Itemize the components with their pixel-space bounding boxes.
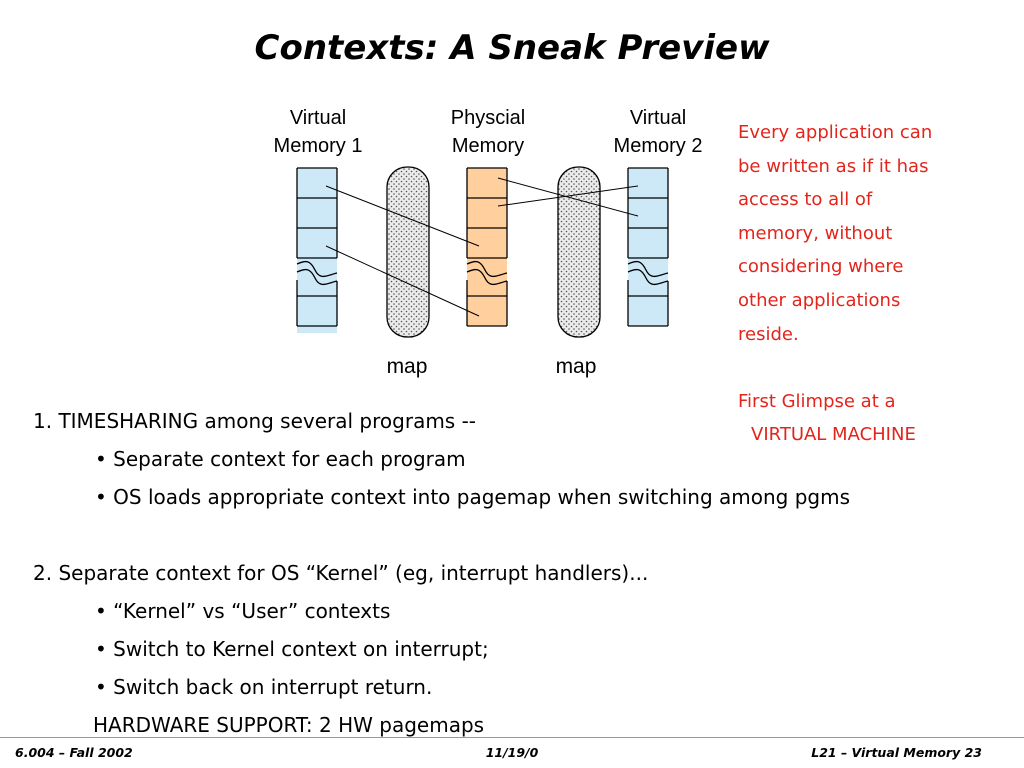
virtual-memory-1-label-line1: Virtual — [289, 107, 347, 129]
item-1-bullet: • OS loads appropriate context into page… — [95, 485, 851, 509]
memory-diagram-svg — [296, 166, 669, 338]
note-line: other applications — [738, 289, 901, 311]
hardware-support-line: HARDWARE SUPPORT: 2 HW pagemaps — [93, 713, 485, 737]
note-line: be written as if it has — [738, 155, 929, 177]
item-2-bullet: • Switch back on interrupt return. — [95, 675, 433, 699]
footer-lecture: L21 – Virtual Memory 23 — [811, 745, 982, 760]
item-2-bullet: • “Kernel” vs “User” contexts — [95, 599, 391, 623]
physical-memory-column — [466, 167, 508, 327]
item-1-bullet: • Separate context for each program — [95, 447, 466, 471]
note-line: Every application can — [738, 122, 933, 143]
virtual-memory-2-column — [627, 167, 669, 327]
virtual-memory-2-label-line1: Virtual — [629, 107, 687, 129]
virtual-memory-1-label: Virtual Memory 1 — [243, 104, 393, 160]
virtual-memory-2-label: Virtual Memory 2 — [583, 104, 733, 160]
memory-map-diagram: Virtual Memory 1 Physcial Memory Virtual… — [240, 100, 730, 390]
map-left-label: map — [386, 355, 428, 378]
mapping-lines — [325, 177, 639, 317]
physical-memory-label-line1: Physcial — [450, 107, 526, 129]
virtual-memory-2-label-line2: Memory 2 — [613, 135, 703, 157]
note-line: reside. — [738, 323, 799, 345]
vm2-mapping-line-2 — [497, 185, 639, 207]
glimpse-line: First Glimpse at a — [738, 390, 896, 412]
physical-memory-label-line2: Memory — [451, 135, 525, 157]
note-line: considering where — [738, 256, 904, 278]
item-2-bullet: • Switch to Kernel context on interrupt; — [95, 637, 489, 661]
vm1-mapping-line-2 — [325, 245, 480, 317]
item-1-heading: 1. TIMESHARING among several programs -- — [33, 409, 477, 433]
note-line: access to all of — [738, 189, 873, 211]
side-note: Every application can be written as if i… — [738, 116, 1018, 452]
map-left-shape — [386, 166, 430, 338]
content-spacer — [33, 516, 993, 554]
note-line: memory, without — [738, 222, 893, 244]
virtual-machine-line: VIRTUAL MACHINE — [751, 424, 916, 446]
map-right-shape — [557, 166, 601, 338]
slide-footer: 6.004 – Fall 2002 11/19/0 L21 – Virtual … — [0, 737, 1024, 768]
physical-memory-label: Physcial Memory — [413, 104, 563, 160]
vm1-mapping-line-1 — [325, 185, 480, 247]
slide-title: Contexts: A Sneak Preview — [254, 28, 770, 68]
virtual-memory-1-column — [296, 167, 338, 333]
footer-date: 11/19/0 — [485, 745, 539, 760]
virtual-memory-1-label-line2: Memory 1 — [273, 135, 363, 157]
vm2-mapping-line-1 — [497, 177, 639, 217]
item-2-heading: 2. Separate context for OS “Kernel” (eg,… — [33, 561, 649, 585]
footer-course: 6.004 – Fall 2002 — [15, 745, 133, 760]
slide-body: 1. TIMESHARING among several programs --… — [33, 402, 993, 744]
map-right-label: map — [555, 355, 597, 378]
note-spacer — [738, 351, 1018, 385]
